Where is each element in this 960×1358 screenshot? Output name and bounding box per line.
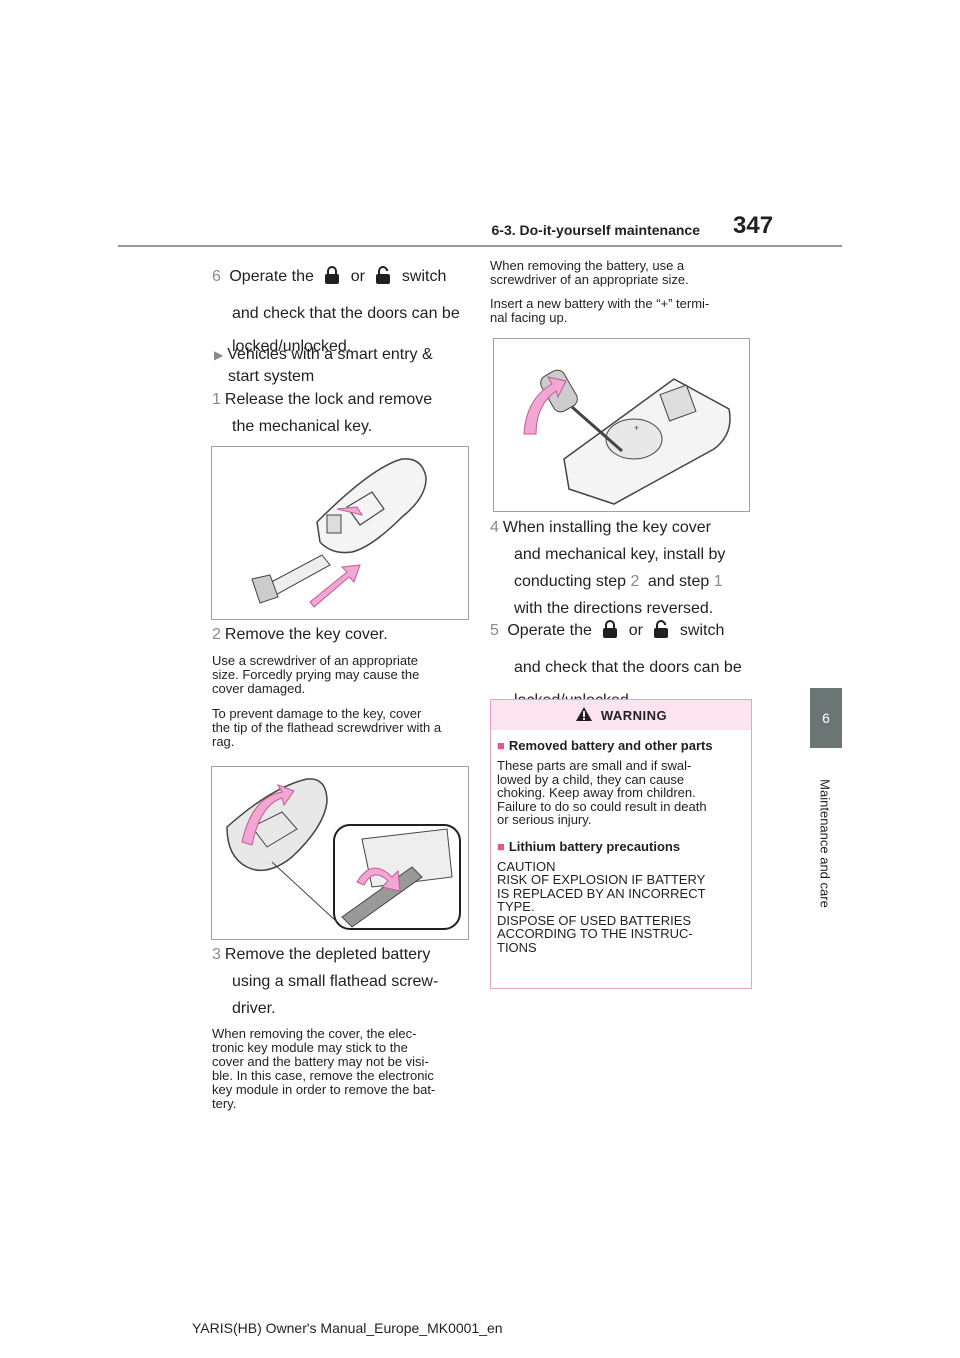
figure-battery-removal: + xyxy=(493,338,750,512)
figure-remove-key-cover xyxy=(211,766,469,940)
warning-line: choking. Keep away from children. xyxy=(497,785,696,800)
step-text: and check that the doors can be xyxy=(514,659,742,676)
step-text: When installing the key cover xyxy=(502,519,712,536)
step-text: the mechanical key. xyxy=(232,418,373,435)
note-line: tery. xyxy=(212,1096,237,1111)
warning-box: WARNING ■Removed battery and other parts… xyxy=(490,699,752,989)
note-line: rag. xyxy=(212,734,235,749)
note-line: screwdriver of an appropriate size. xyxy=(490,272,689,287)
step-5: 5 Operate the or switch and check that t… xyxy=(490,617,760,714)
note-line: key module in order to remove the bat- xyxy=(212,1082,436,1097)
warning-line: lowed by a child, they can cause xyxy=(497,771,685,787)
header-rule xyxy=(118,245,842,247)
note-line: tronic key module may stick to the xyxy=(212,1040,408,1055)
note-line: When removing the cover, the elec- xyxy=(212,1026,417,1041)
svg-text:+: + xyxy=(634,423,639,433)
step-text: and check that the doors can be xyxy=(232,305,460,322)
step-text: or xyxy=(628,622,643,639)
warning-line: ACCORDING TO THE INSTRUC- xyxy=(497,926,693,941)
step-6: 6 Operate the or switch and check that t… xyxy=(212,263,472,360)
step-text: and mechanical key, install by xyxy=(514,546,726,563)
warning-item-text: CAUTION RISK OF EXPLOSION IF BATTERY IS … xyxy=(497,858,743,955)
step-reference: 2 xyxy=(630,573,640,590)
note-line: To prevent damage to the key, cover xyxy=(212,706,422,721)
step-text: switch xyxy=(679,622,725,639)
warning-line: CAUTION xyxy=(497,858,556,874)
warning-line: TIONS xyxy=(497,939,537,955)
warning-item-title: ■Removed battery and other parts xyxy=(497,738,751,753)
square-bullet-icon: ■ xyxy=(497,838,505,854)
note-line: cover and the battery may not be visi- xyxy=(212,1054,429,1069)
warning-item-text: These parts are small and if swal- lowed… xyxy=(497,759,743,827)
warning-line: Failure to do so could result in death xyxy=(497,798,707,814)
system-bullet: ▶Vehicles with a smart entry & start sys… xyxy=(212,344,472,388)
warning-line: These parts are small and if swal- xyxy=(497,758,692,773)
footer-manual-id: YARIS(HB) Owner's Manual_Europe_MK0001_e… xyxy=(192,1320,503,1336)
warning-heading: WARNING xyxy=(600,707,668,723)
step-text: switch xyxy=(401,268,447,285)
step-text: Operate the xyxy=(507,622,592,639)
step-text: locked/unlocked. xyxy=(232,338,352,355)
warning-item-title-text: Removed battery and other parts xyxy=(508,738,713,753)
warning-item-title: ■Lithium battery precautions xyxy=(497,839,751,854)
note-top-b: Insert a new battery with the “+” termi-… xyxy=(490,297,752,325)
note-line: Use a screwdriver of an appropriate xyxy=(212,653,418,668)
note-2a: Use a screwdriver of an appropriate size… xyxy=(212,654,472,696)
square-bullet-icon: ■ xyxy=(497,738,505,753)
step-number: 6 xyxy=(212,268,221,285)
step-text: with the directions reversed. xyxy=(514,600,714,617)
step-text: and step xyxy=(647,573,710,590)
warning-item-title-text: Lithium battery precautions xyxy=(508,838,681,854)
warning-header: WARNING xyxy=(491,700,751,730)
note-line: size. Forcedly prying may cause the xyxy=(212,667,420,682)
step-text: Release the lock and remove xyxy=(224,391,433,408)
step-text: Remove the depleted battery xyxy=(224,946,431,963)
page-number: 347 xyxy=(733,212,774,239)
figure-remove-mechanical-key xyxy=(211,446,469,620)
step-text: or xyxy=(350,268,365,285)
note-line: When removing the battery, use a xyxy=(490,258,685,273)
warning-triangle-icon xyxy=(575,706,593,725)
note-3: When removing the cover, the elec- troni… xyxy=(212,1027,474,1111)
chapter-tab: 6 xyxy=(810,688,842,748)
step-reference: 1 xyxy=(713,573,723,590)
unlock-icon xyxy=(375,265,391,294)
lock-icon xyxy=(602,619,618,648)
warning-line: RISK OF EXPLOSION IF BATTERY xyxy=(497,872,706,887)
step-number: 3 xyxy=(212,946,221,963)
note-2b: To prevent damage to the key, cover the … xyxy=(212,707,472,749)
note-top-a: When removing the battery, use a screwdr… xyxy=(490,259,752,287)
bullet-text: Vehicles with a smart entry & xyxy=(227,346,433,363)
note-line: Insert a new battery with the “+” termi- xyxy=(490,296,710,311)
triangle-bullet-icon: ▶ xyxy=(214,348,224,362)
step-number: 2 xyxy=(212,626,221,643)
note-line: the tip of the flathead screwdriver with… xyxy=(212,720,442,735)
warning-line: DISPOSE OF USED BATTERIES xyxy=(497,912,692,928)
step-number: 5 xyxy=(490,622,499,639)
step-text: Operate the xyxy=(229,268,314,285)
warning-line: TYPE. xyxy=(497,899,535,914)
step-text: driver. xyxy=(232,1000,276,1017)
unlock-icon xyxy=(653,619,669,648)
warning-line: IS REPLACED BY AN INCORRECT xyxy=(497,885,706,901)
chapter-label: Maintenance and care xyxy=(817,779,833,908)
note-line: nal facing up. xyxy=(490,310,568,325)
note-line: ble. In this case, remove the electronic xyxy=(212,1068,434,1083)
step-text: using a small flathead screw- xyxy=(232,973,439,990)
bullet-text: start system xyxy=(228,368,315,385)
section-title: 6-3. Do-it-yourself maintenance xyxy=(491,222,701,238)
step-text: Remove the key cover. xyxy=(224,626,388,643)
step-number: 4 xyxy=(490,519,499,536)
note-line: cover damaged. xyxy=(212,681,306,696)
warning-line: or serious injury. xyxy=(497,812,592,827)
step-number: 1 xyxy=(212,391,221,408)
step-text: conducting step xyxy=(514,573,627,590)
lock-icon xyxy=(324,265,340,294)
